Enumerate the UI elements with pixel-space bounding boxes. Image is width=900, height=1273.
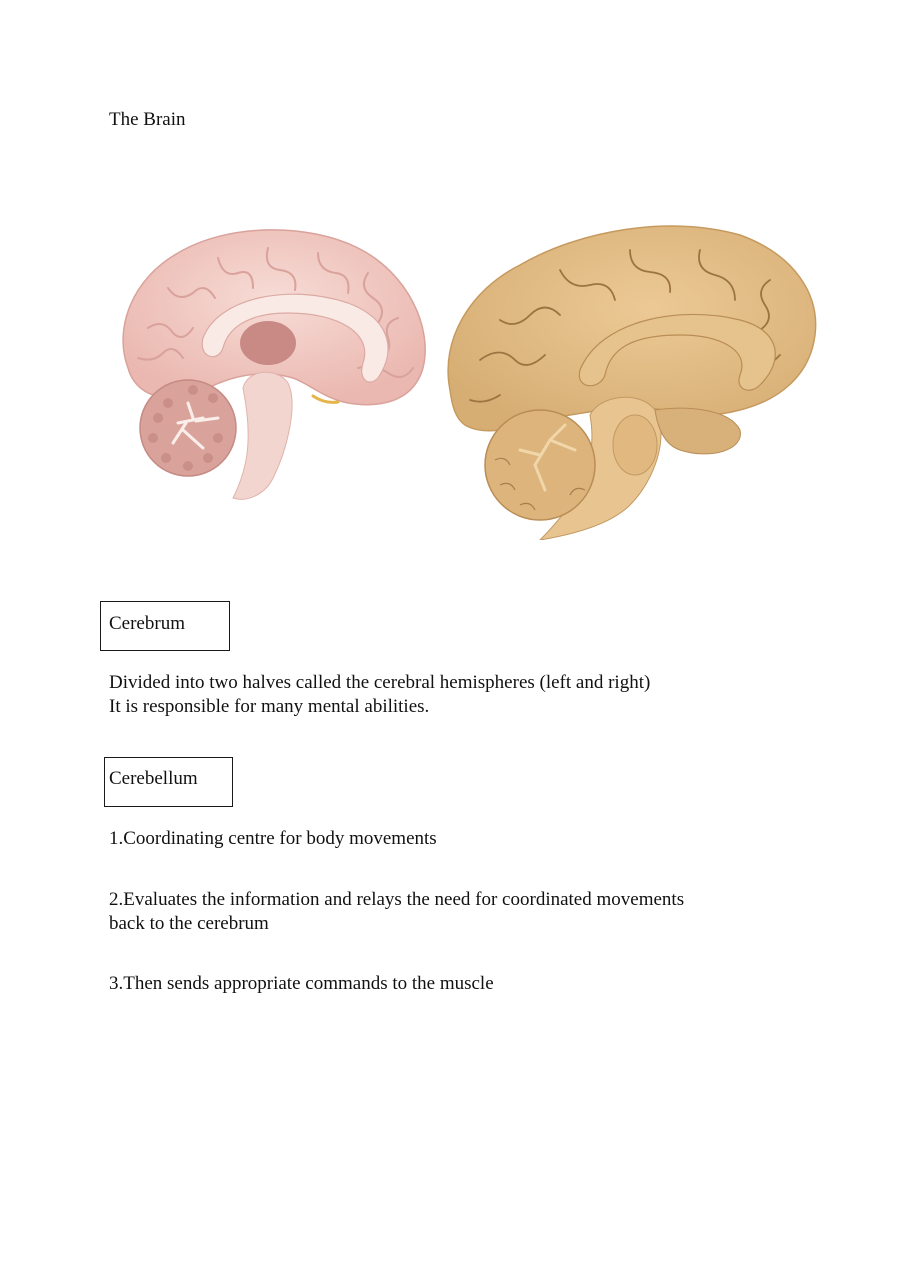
cerebellum-point-2-line-2: back to the cerebrum	[109, 913, 269, 934]
cerebellum-heading-box: Cerebellum	[104, 757, 233, 807]
cerebrum-heading-box: Cerebrum	[100, 601, 230, 651]
page-title: The Brain	[109, 109, 186, 130]
cerebellum-point-1: 1.Coordinating centre for body movements	[109, 828, 437, 849]
brain-photo-image	[447, 225, 817, 540]
cerebellum-point-2-line-1: 2.Evaluates the information and relays t…	[109, 889, 685, 910]
cerebellum-point-3: 3.Then sends appropriate commands to the…	[109, 973, 494, 994]
brain-illustration-image	[122, 229, 426, 500]
cerebellum-heading: Cerebellum	[109, 768, 198, 789]
cerebrum-description-line-1: Divided into two halves called the cereb…	[109, 672, 651, 693]
cerebrum-description-line-2: It is responsible for many mental abilit…	[109, 696, 430, 717]
cerebrum-heading: Cerebrum	[109, 613, 185, 634]
